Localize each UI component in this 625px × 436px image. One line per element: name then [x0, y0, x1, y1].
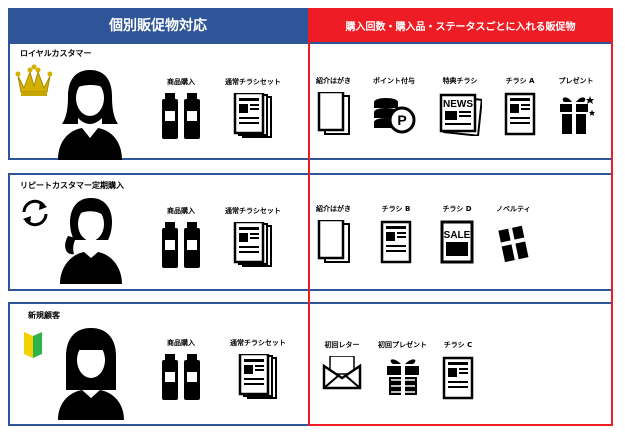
header-right-title: 購入回数・購入品・ステータスごとに入れる販促物: [345, 21, 576, 33]
header-individual-promo: 個別販促物対応: [8, 8, 308, 42]
flyer-stack-icon: [233, 222, 272, 267]
newspaper-icon: NEWS: [439, 93, 482, 136]
item-product-purchase: 商品購入: [160, 77, 202, 139]
point-coin-letter: P: [397, 112, 406, 128]
repeat-arrows-icon: [22, 199, 48, 227]
item-regular-flyer-set: 通常チラシセット: [225, 77, 281, 139]
woman-silhouette-icon: [58, 328, 124, 420]
header-status-promo: 購入回数・購入品・ステータスごとに入れる販促物: [308, 8, 613, 42]
item-flyer-b: チラシ B: [380, 204, 412, 264]
segment-label-new: 新規顧客: [28, 311, 60, 320]
coin-stack-icon: P: [374, 98, 416, 134]
bottles-icon: [162, 222, 200, 268]
item-regular-flyer-set: 通常チラシセット: [230, 338, 286, 400]
flyer-icon: [504, 92, 536, 136]
item-first-letter: 初回レター: [322, 340, 362, 390]
item-regular-flyer-set: 通常チラシセット: [225, 206, 281, 268]
segment-label-repeat: リピートカスタマー定期購入: [20, 181, 124, 190]
item-present: プレゼント: [556, 76, 596, 136]
postcard-stack-icon: [317, 220, 350, 263]
header-left-title: 個別販促物対応: [109, 18, 207, 34]
envelope-icon: [322, 356, 362, 390]
flyer-icon: [442, 356, 474, 400]
item-referral-postcard: 紹介はがき: [316, 76, 351, 136]
sale-label: SALE: [444, 230, 471, 241]
gift-box-icon: [386, 359, 419, 395]
item-bonus-flyer: 特典チラシ NEWS: [438, 76, 482, 136]
item-flyer-d: チラシ D SALE: [440, 204, 474, 264]
item-first-present: 初回プレゼント: [378, 340, 427, 396]
flyer-stack-icon: [233, 93, 272, 138]
item-novelty: ノベルティ: [496, 204, 531, 264]
bottles-icon: [162, 354, 200, 400]
item-point-grant: ポイント付与 P: [372, 76, 416, 136]
item-referral-postcard: 紹介はがき: [316, 204, 351, 264]
segment-label-royal: ロイヤルカスタマー: [20, 49, 92, 58]
flyer-icon: [380, 220, 412, 264]
gift-box-icon: [560, 96, 595, 134]
beginner-mark-icon: [24, 332, 42, 358]
woman-silhouette-icon: [58, 70, 122, 160]
sale-flyer-icon: SALE: [440, 220, 474, 264]
item-product-purchase: 商品購入: [160, 206, 202, 268]
postcard-stack-icon: [317, 92, 350, 135]
woman-silhouette-icon: [60, 198, 122, 284]
gift-tag-icon: [498, 225, 529, 263]
flyer-stack-icon: [238, 354, 277, 399]
item-flyer-a: チラシ A: [504, 76, 536, 136]
item-product-purchase: 商品購入: [160, 338, 202, 400]
bottles-icon: [162, 93, 200, 139]
crown-icon: [15, 64, 53, 96]
item-flyer-c: チラシ C: [442, 340, 474, 400]
news-label: NEWS: [443, 99, 473, 110]
